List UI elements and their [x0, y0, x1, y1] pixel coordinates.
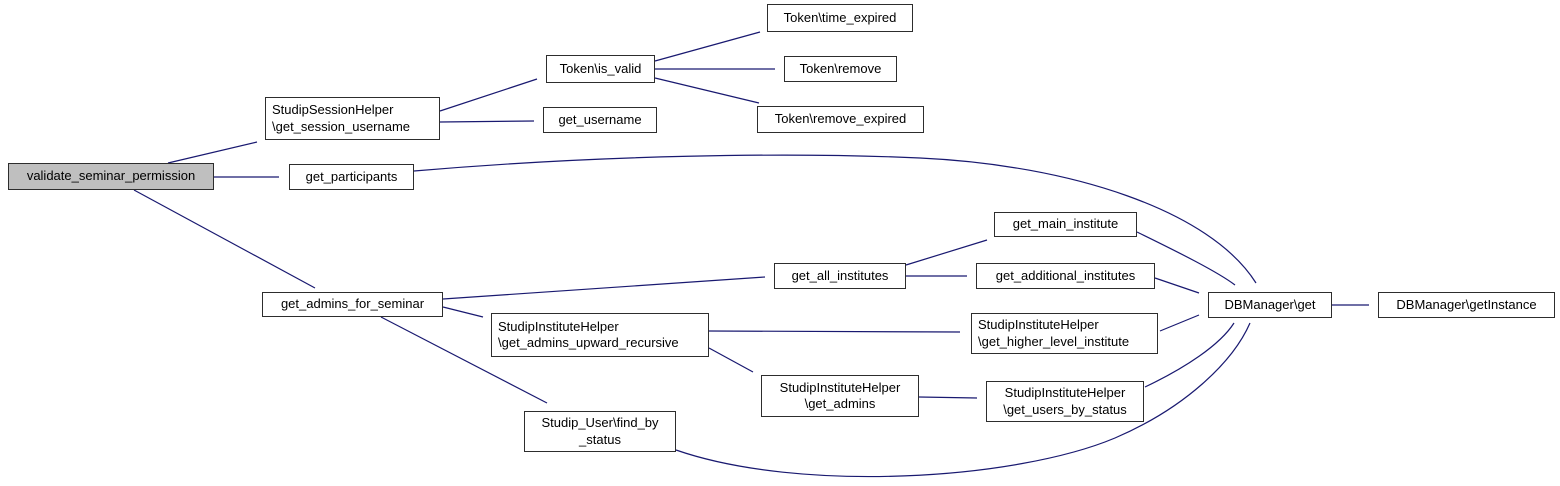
- node-get-admins-for-seminar-label-line: get_admins_for_seminar: [280, 296, 425, 312]
- node-get-users-by-status-label-line: \get_users_by_status: [1003, 401, 1127, 417]
- node-get-users-by-status-label-line: StudipInstituteHelper: [1004, 385, 1126, 400]
- edge-group: [133, 31, 1369, 478]
- node-dbmanager-getinstance[interactable]: DBManager\getInstance: [1378, 292, 1555, 318]
- node-get-higher-level-institute-label-line: \get_higher_level_institute: [978, 333, 1130, 349]
- node-token-time-expired[interactable]: Token\time_expired: [767, 4, 913, 32]
- edge-get-admins-for-seminar-to-get-all-institutes: [442, 276, 766, 300]
- node-get-admins[interactable]: StudipInstituteHelper\get_admins: [761, 375, 919, 417]
- node-get-admins-label-line: StudipInstituteHelper: [779, 379, 901, 395]
- node-find-by-status-label-line: Studip_User\find_by: [541, 415, 659, 430]
- node-get-session-username[interactable]: StudipSessionHelper\get_session_username: [265, 97, 440, 140]
- node-get-higher-level-institute-label-line: StudipInstituteHelper: [978, 317, 1099, 332]
- node-get-username-label-line: get_username: [558, 111, 642, 127]
- node-get-admins-label-line: \get_admins: [804, 396, 876, 411]
- node-dbmanager-get-label-line: DBManager\get: [1224, 296, 1316, 312]
- node-get-higher-level-institute[interactable]: StudipInstituteHelper\get_higher_level_i…: [971, 313, 1158, 354]
- node-get-session-username-label-line: \get_session_username: [272, 118, 411, 134]
- node-token-time-expired-label-line: Token\time_expired: [783, 9, 897, 25]
- node-dbmanager-get[interactable]: DBManager\get: [1208, 292, 1332, 318]
- node-get-participants-label-line: get_participants: [305, 168, 398, 184]
- edge-find-by-status-to-dbmanager-get: [675, 322, 1251, 478]
- edge-get-session-username-to-get-username: [439, 120, 535, 123]
- node-token-remove-expired-label-line: Token\remove_expired: [774, 111, 907, 127]
- node-token-remove[interactable]: Token\remove: [784, 56, 897, 82]
- node-find-by-status[interactable]: Studip_User\find_by_status: [524, 411, 676, 452]
- node-get-all-institutes[interactable]: get_all_institutes: [774, 263, 906, 289]
- node-get-session-username-label-line: StudipSessionHelper: [272, 102, 394, 117]
- edge-get-admins-for-seminar-to-get-admins-upward-recursive: [442, 306, 484, 318]
- edge-get-session-username-to-token-is-valid: [439, 78, 538, 112]
- edge-get-additional-institutes-to-dbmanager-get: [1154, 277, 1200, 294]
- node-token-is-valid[interactable]: Token\is_valid: [546, 55, 655, 83]
- edge-token-is-valid-to-token-remove-expired: [654, 77, 760, 104]
- node-get-admins-upward-recursive[interactable]: StudipInstituteHelper\get_admins_upward_…: [491, 313, 709, 357]
- node-get-username[interactable]: get_username: [543, 107, 657, 133]
- node-token-remove-label-line: Token\remove: [799, 60, 882, 76]
- edge-get-users-by-status-to-dbmanager-get: [1144, 322, 1235, 388]
- edge-get-admins-upward-recursive-to-get-admins: [708, 347, 754, 373]
- edge-validate-seminar-permission-to-get-session-username: [167, 141, 258, 164]
- node-get-admins-upward-recursive-label-line: \get_admins_upward_recursive: [498, 335, 679, 350]
- node-get-main-institute[interactable]: get_main_institute: [994, 212, 1137, 237]
- edge-get-main-institute-to-dbmanager-get: [1136, 231, 1236, 286]
- edge-get-admins-for-seminar-to-find-by-status: [380, 316, 548, 404]
- node-validate-seminar-permission-label-line: validate_seminar_permission: [26, 168, 196, 184]
- node-get-admins-for-seminar[interactable]: get_admins_for_seminar: [262, 292, 443, 317]
- edge-get-higher-level-institute-to-dbmanager-get: [1159, 314, 1200, 332]
- node-get-admins-upward-recursive-label-line: StudipInstituteHelper: [498, 318, 619, 334]
- node-get-additional-institutes-label-line: get_additional_institutes: [995, 267, 1136, 283]
- node-find-by-status-label-line: _status: [579, 431, 621, 447]
- edge-validate-seminar-permission-to-get-admins-for-seminar: [133, 189, 316, 289]
- edge-token-is-valid-to-token-time-expired: [654, 31, 761, 62]
- edge-get-admins-to-get-users-by-status: [918, 396, 978, 399]
- node-validate-seminar-permission[interactable]: validate_seminar_permission: [8, 163, 214, 190]
- node-token-is-valid-label-line: Token\is_valid: [559, 60, 642, 76]
- node-dbmanager-getinstance-label-line: DBManager\getInstance: [1396, 296, 1537, 312]
- edge-get-admins-upward-recursive-to-get-higher-level-institute: [708, 330, 961, 333]
- node-get-participants[interactable]: get_participants: [289, 164, 414, 190]
- node-get-main-institute-label-line: get_main_institute: [1012, 216, 1119, 232]
- edge-get-participants-to-dbmanager-get: [413, 154, 1257, 284]
- node-get-all-institutes-label-line: get_all_institutes: [791, 267, 889, 283]
- edge-get-all-institutes-to-get-main-institute: [905, 239, 988, 266]
- node-get-additional-institutes[interactable]: get_additional_institutes: [976, 263, 1155, 289]
- node-token-remove-expired[interactable]: Token\remove_expired: [757, 106, 924, 133]
- node-get-users-by-status[interactable]: StudipInstituteHelper\get_users_by_statu…: [986, 381, 1144, 422]
